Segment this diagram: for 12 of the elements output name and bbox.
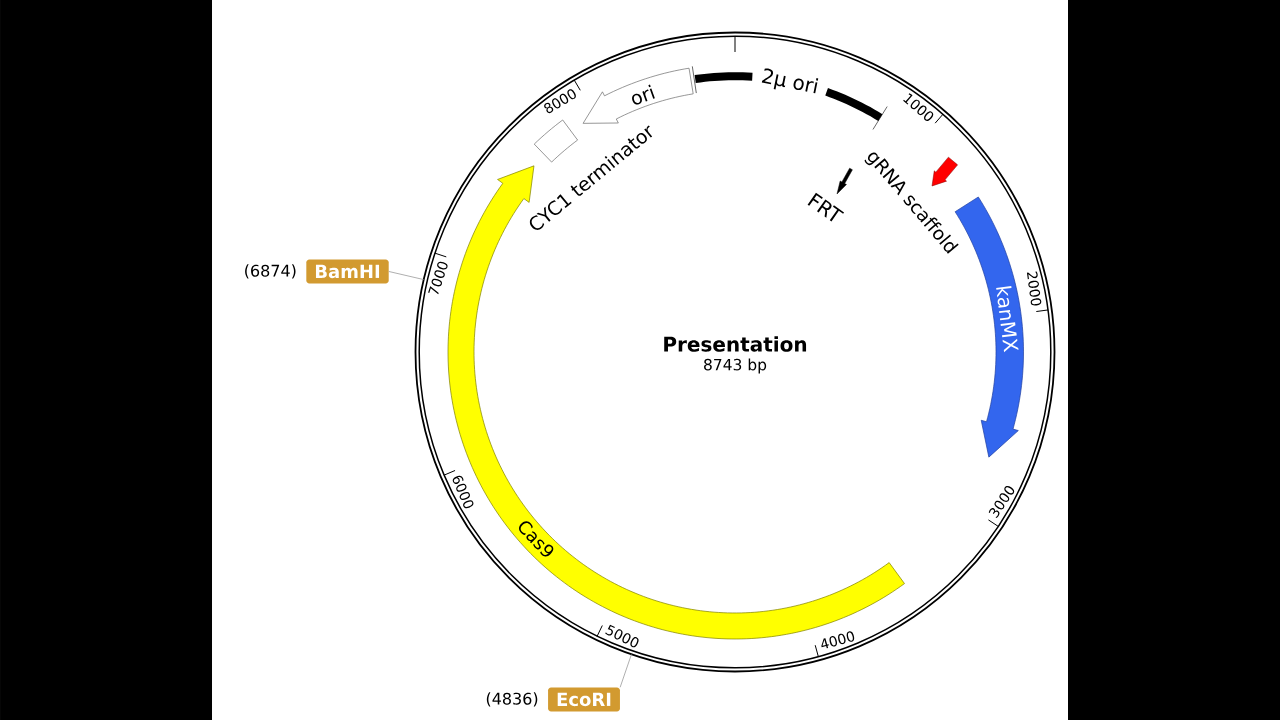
enzyme-label: EcoRI: [548, 687, 620, 712]
position-label: (4836): [486, 692, 538, 707]
tick-label: 6000: [452, 475, 474, 509]
tick-label: 7000: [428, 261, 448, 295]
plasmid-name: Presentation: [664, 336, 807, 352]
feature-arc: 2μ ori: [692, 66, 888, 130]
leader-line: [388, 271, 425, 280]
position-label: (6874): [245, 264, 296, 279]
feature-segment: ori: [582, 67, 694, 124]
enzyme-label: BamHI: [306, 259, 389, 284]
plasmid-size: 8743 bp: [704, 358, 767, 374]
leader-line: [619, 653, 632, 688]
